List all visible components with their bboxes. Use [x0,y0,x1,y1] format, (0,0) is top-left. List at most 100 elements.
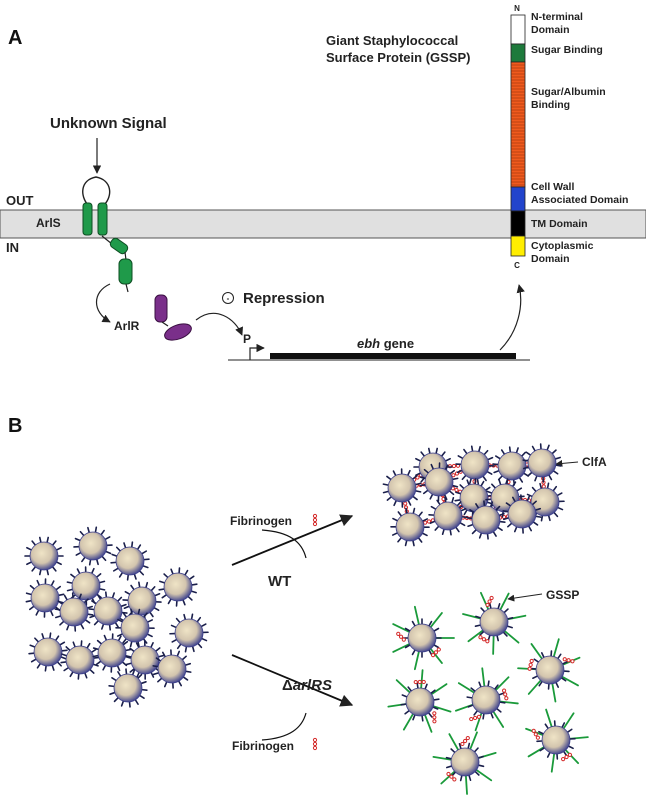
bacterial-cell [472,686,500,714]
fibrinogen-icon [479,636,489,643]
gssp-fibre [546,710,552,727]
clfa-spike [497,636,498,641]
clfa-spike [387,476,391,479]
clfa-spike [112,554,117,556]
bacterial-cell [128,587,156,615]
clfa-spike [558,654,561,658]
clfa-spike [487,472,491,474]
clfa-spike [36,610,38,614]
gssp-fibre [494,712,504,727]
clfa-spike [126,669,127,674]
clfa-spike [450,491,454,494]
bacterial-cell [406,688,434,716]
clfa-spike [178,644,181,648]
clfa-spike [122,701,124,706]
bacterial-cell [508,500,536,528]
clfa-spike [515,527,517,532]
clfa-spike [30,606,34,609]
clfa-spike [460,523,464,525]
clfa-spike [117,547,120,551]
clfa-spike [401,704,406,705]
ebh-gene-label: ebh gene [357,336,414,351]
clfa-spike [190,576,194,579]
clfa-spike [500,702,505,703]
out-label: OUT [6,193,34,208]
clfa-spike [384,491,389,492]
clfa-spike [473,530,477,534]
clfa-spike [60,621,64,624]
clfa-spike [97,574,101,577]
clfa-spike [141,682,146,684]
gssp-fibre [466,776,467,794]
clfa-spike [71,574,75,577]
gssp-domain-label: Cytoplasmic [531,240,594,252]
gssp-fibre [404,714,413,730]
clfa-spike [75,539,80,541]
panel-a-label: A [8,27,22,49]
clfa-spike [413,622,416,626]
clfa-spike [109,686,114,687]
clfa-spike [450,530,451,535]
phosphorylation-arrow [97,284,111,322]
gssp-fibre [564,713,574,728]
repression-label: Repression [243,290,325,307]
clfa-spike [413,715,415,720]
gssp-domain-label: Binding [531,99,570,111]
clfa-spike [557,493,561,495]
gssp-domain-bar [511,15,525,256]
clfa-spike [76,553,80,555]
clfa-spike [490,603,491,608]
clfa-spike [86,620,90,623]
promoter-label: P [243,332,251,346]
clfa-spike [493,532,496,536]
clfa-spike [177,619,180,623]
unknown-signal-label: Unknown Signal [50,115,167,132]
clfa-spike [171,569,173,574]
clfa-spike [383,484,388,485]
clfa-spike [151,587,154,591]
clfa-spike [42,634,44,639]
clfa-spike [27,548,32,550]
bacterial-cell [116,547,144,575]
clfa-spike [493,464,498,465]
clfa-spike [154,608,158,610]
gssp-segment-1 [511,44,525,62]
clfa-spike [523,460,528,461]
clfa-spike [45,666,46,671]
bacterial-cell [34,638,62,666]
gssp-segment-4 [511,211,525,236]
expression-arrow [500,285,521,350]
clfa-spike [424,490,428,493]
clfa-spike [499,476,503,480]
bacterial-cell [121,614,149,642]
clfa-spike [119,636,121,640]
clfa-spike [61,662,66,663]
clfa-spike [158,678,162,681]
clfa-spike [464,450,467,454]
clfa-spike [193,647,194,652]
arls-label: ArlS [36,216,61,230]
clfa-spike [417,683,418,688]
clfa-spike [88,528,89,533]
clfa-spike [92,569,94,574]
clfa-spike [100,589,105,590]
clfa-spike [434,629,438,632]
clfa-spike [142,551,146,554]
clfa-spike [413,541,414,546]
clfa-spike [92,649,96,652]
gssp-domain-label: Domain [531,253,570,265]
clfa-spike [55,609,60,610]
clfa-spike [421,452,424,456]
clfa-spike [387,497,391,500]
clfa-spike [186,671,191,672]
gssp-fibre [500,594,508,610]
clfa-spike [533,522,537,525]
gssp-fibre [505,631,519,643]
clfa-spike [128,575,129,580]
clfa-spike [408,500,410,504]
clfa-spike [160,581,165,582]
clfa-spike [98,641,102,644]
clfa-spike [479,682,481,687]
gssp-domain-label: Sugar/Albumin [531,86,606,98]
clfa-spike [481,482,484,486]
